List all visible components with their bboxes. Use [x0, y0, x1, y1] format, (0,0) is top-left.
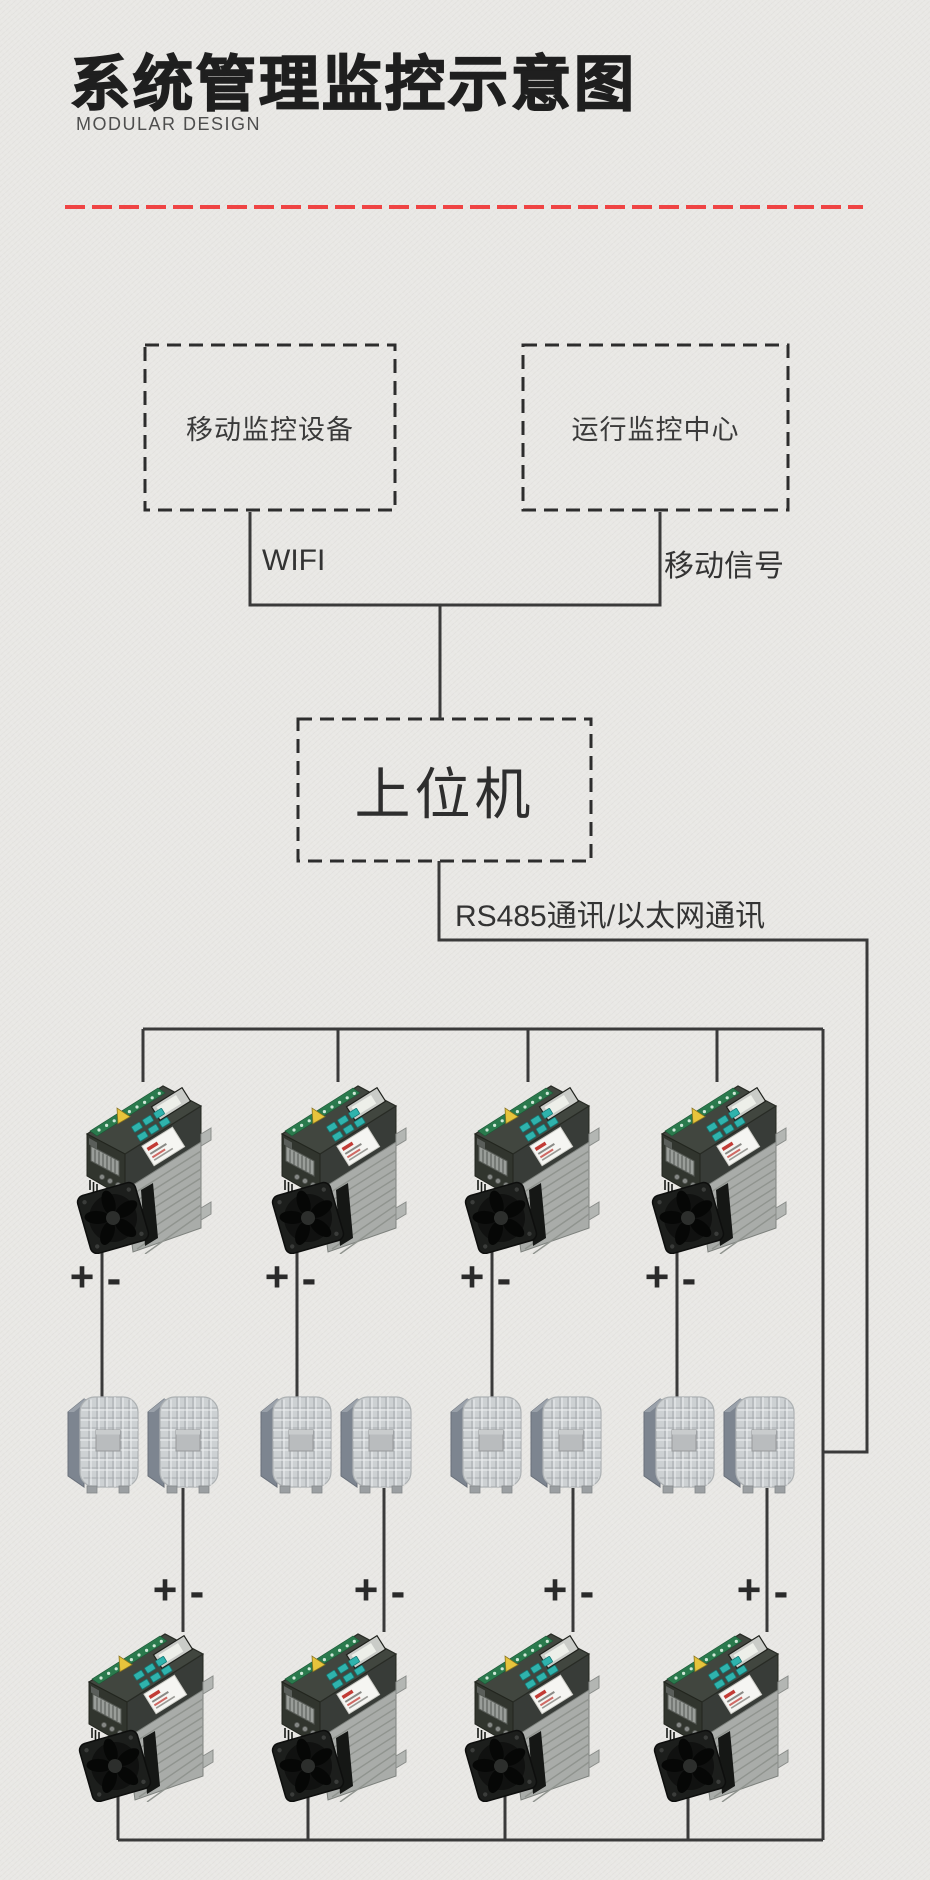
polarity-plus-label: + — [644, 1253, 670, 1300]
transformer-image — [640, 1394, 718, 1494]
monitor-center-box — [521, 343, 790, 512]
polarity-plus-label: + — [542, 1566, 568, 1613]
polarity-minus-label: - — [189, 1567, 205, 1616]
polarity-plus-label: + — [736, 1566, 762, 1613]
mobile-device-box — [143, 343, 397, 512]
power-controller-image — [270, 1062, 410, 1254]
polarity-minus-label: - — [681, 1254, 697, 1303]
mobile-signal-link-label: 移动信号 — [664, 550, 784, 583]
polarity-minus-label: - — [579, 1567, 595, 1616]
power-controller-image — [650, 1062, 790, 1254]
polarity-plus-label: + — [459, 1253, 485, 1300]
transformer-image — [257, 1394, 335, 1494]
transformer-image — [720, 1394, 798, 1494]
power-controller-image — [77, 1610, 217, 1802]
wifi-link-label: WIFI — [262, 544, 326, 577]
polarity-minus-label: - — [301, 1254, 317, 1303]
transformer-image — [447, 1394, 525, 1494]
transformer-image — [64, 1394, 142, 1494]
page-title: 系统管理监控示意图 — [69, 50, 637, 119]
transformer-image — [527, 1394, 605, 1494]
host-label: 上位机 — [354, 762, 535, 826]
polarity-plus-label: + — [264, 1253, 290, 1300]
monitor-center-label: 运行监控中心 — [571, 415, 740, 445]
transformer-image — [144, 1394, 222, 1494]
host-box — [296, 717, 593, 863]
power-controller-image — [463, 1610, 603, 1802]
polarity-minus-label: - — [496, 1254, 512, 1303]
mobile-device-label: 移动监控设备 — [186, 415, 354, 445]
transformer-image — [337, 1394, 415, 1494]
polarity-minus-label: - — [773, 1567, 789, 1616]
rs485-bus-label: RS485通讯/以太网通讯 — [455, 900, 766, 933]
power-controller-image — [75, 1062, 215, 1254]
power-controller-image — [463, 1062, 603, 1254]
polarity-plus-label: + — [69, 1253, 95, 1300]
polarity-plus-label: + — [353, 1566, 379, 1613]
polarity-minus-label: - — [390, 1567, 406, 1616]
page-subtitle: MODULAR DESIGN — [76, 114, 262, 134]
polarity-plus-label: + — [152, 1566, 178, 1613]
power-controller-image — [652, 1610, 792, 1802]
power-controller-image — [270, 1610, 410, 1802]
polarity-minus-label: - — [106, 1254, 122, 1303]
